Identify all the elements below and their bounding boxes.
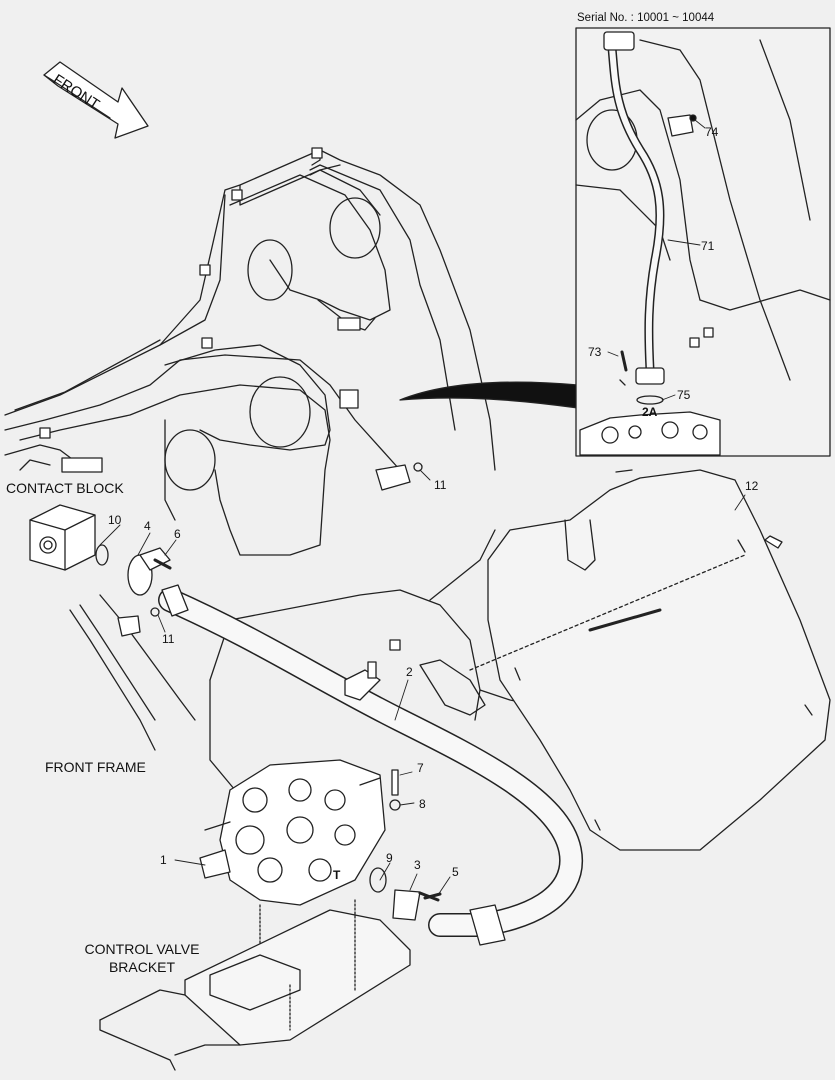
callout-71: 71 (701, 239, 715, 253)
bracket-caption-line-1: CONTROL VALVE (84, 941, 200, 957)
inset-drawing (575, 31, 831, 456)
callout-1: 1 (160, 853, 167, 867)
contact-block-drawing (29, 504, 109, 571)
control-valve-drawing (199, 759, 442, 921)
front-frame-caption: FRONT FRAME (45, 759, 146, 775)
port-2a-label: 2A (642, 405, 658, 419)
bracket-caption-line-2: BRACKET (108, 959, 176, 975)
control-valve-bracket-caption: CONTROL VALVE BRACKET (62, 940, 222, 976)
callout-11b: 11 (162, 632, 175, 646)
callout-2: 2 (406, 665, 413, 679)
callout-12: 12 (745, 479, 759, 493)
front-frame-drawing (4, 147, 561, 791)
front-arrow (43, 61, 149, 139)
callout-9: 9 (386, 851, 393, 865)
callout-5: 5 (452, 865, 459, 879)
callout-3: 3 (414, 858, 421, 872)
cover-plate (487, 469, 831, 851)
serial-number-label: Serial No. : 10001 ~ 10044 (577, 12, 715, 24)
port-t-label: T (333, 868, 341, 882)
callout-74: 74 (705, 125, 719, 139)
contact-block-caption: CONTACT BLOCK (6, 480, 124, 496)
callout-4: 4 (144, 519, 151, 533)
callout-10: 10 (108, 513, 122, 527)
bracket-drawing (99, 899, 411, 1071)
callout-8: 8 (419, 797, 426, 811)
leader-lines (99, 119, 746, 896)
fasteners (139, 462, 440, 902)
inset-pointer (399, 381, 579, 409)
callout-73: 73 (588, 345, 602, 359)
callout-11a: 11 (434, 478, 447, 492)
callout-6: 6 (174, 527, 181, 541)
callout-7: 7 (417, 761, 424, 775)
callout-75: 75 (677, 388, 691, 402)
